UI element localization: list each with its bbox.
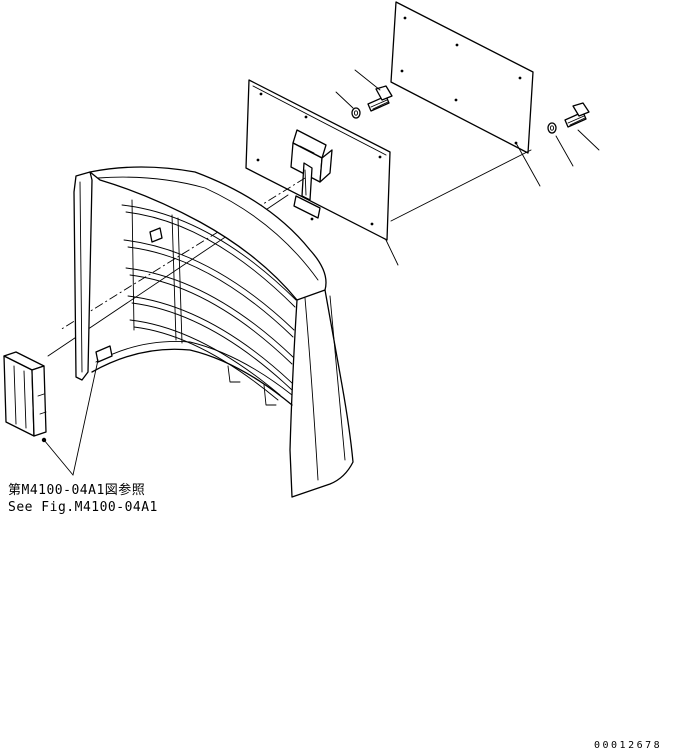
reference-note-english: See Fig.M4100-04A1 bbox=[8, 500, 158, 515]
bolt-upper bbox=[335, 69, 393, 119]
mounting-bracket bbox=[290, 129, 333, 219]
grille-cover bbox=[73, 166, 354, 498]
guide-line-upper bbox=[390, 149, 532, 222]
grille-louvres bbox=[121, 199, 297, 406]
leader-line-bracket-plate bbox=[385, 239, 399, 266]
reference-leader-1 bbox=[43, 439, 74, 476]
bracket-plate bbox=[245, 79, 391, 241]
side-bracket bbox=[3, 351, 47, 443]
leader-line-rear-plate bbox=[515, 142, 541, 187]
centre-line-bracket bbox=[59, 177, 306, 331]
rear-plate bbox=[390, 1, 534, 154]
reference-leader-2 bbox=[72, 359, 99, 476]
reference-note-japanese: 第M4100-04A1図参照 bbox=[8, 483, 146, 498]
drawing-number: 00012678 bbox=[594, 740, 663, 751]
bolt-right bbox=[547, 102, 600, 167]
